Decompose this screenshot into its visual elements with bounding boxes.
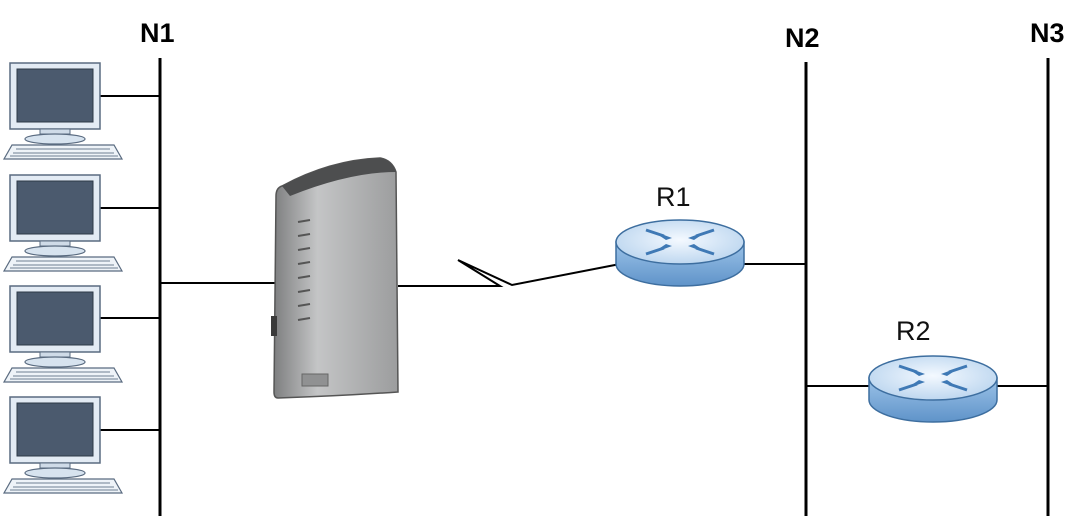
r1-label: R1 (656, 182, 691, 212)
wan-link-zigzag (398, 259, 621, 287)
n3-label: N3 (1030, 18, 1065, 48)
computer-icon (3, 174, 123, 272)
router-icon (867, 354, 999, 424)
computer-icon (3, 62, 123, 160)
n2-label: N2 (785, 23, 820, 53)
computer-icon (3, 285, 123, 383)
gateway-device-icon (271, 157, 399, 399)
router-icon (614, 218, 746, 288)
r2-label: R2 (896, 316, 931, 346)
computer-icon (3, 396, 123, 494)
n1-label: N1 (140, 18, 175, 48)
